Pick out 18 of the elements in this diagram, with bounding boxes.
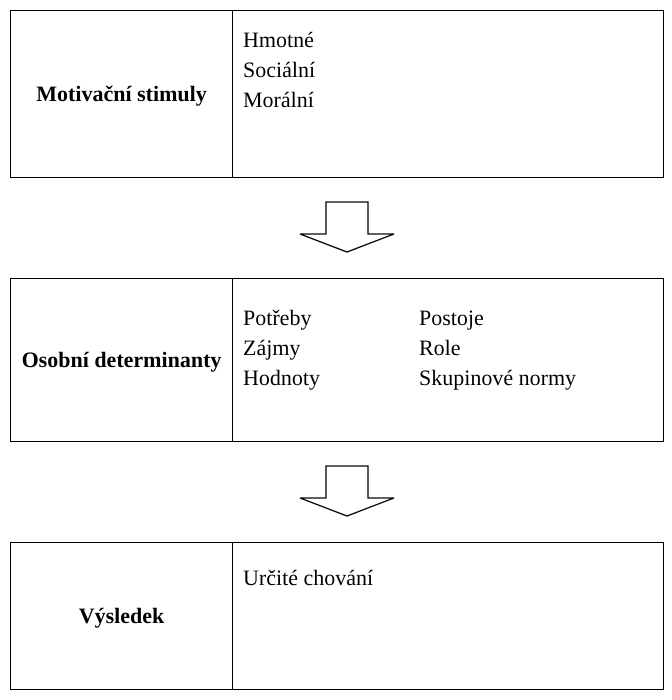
list-item: Potřeby: [243, 304, 312, 332]
list-item: Určité chování: [243, 564, 374, 592]
block-arrow: [299, 465, 395, 517]
row-heading: Výsledek: [78, 602, 164, 630]
list-item: Postoje: [419, 304, 484, 332]
table-row-box: [10, 278, 664, 442]
list-item: Role: [419, 334, 461, 362]
list-item: Morální: [243, 86, 314, 114]
row-heading: Osobní determinanty: [22, 346, 222, 374]
list-item: Sociální: [243, 56, 316, 84]
block-arrow: [299, 201, 395, 253]
list-item: Skupinové normy: [419, 364, 576, 392]
table-row-box: [10, 542, 664, 690]
list-item: Hmotné: [243, 26, 314, 54]
list-item: Zájmy: [243, 334, 300, 362]
row-heading: Motivační stimuly: [36, 80, 207, 108]
table-row-box: [10, 10, 664, 178]
list-item: Hodnoty: [243, 364, 320, 392]
